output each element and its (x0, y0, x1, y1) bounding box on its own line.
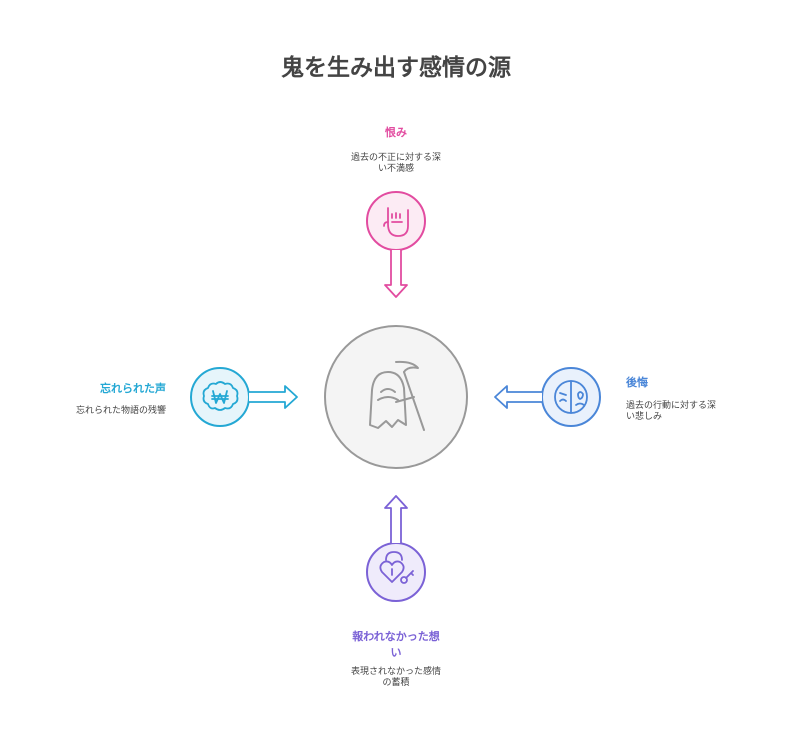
diagram-title: 鬼を生み出す感情の源 (281, 55, 511, 81)
node-bottom-title: 報われなかった想 い (336, 628, 456, 660)
node-top-description-line: い不満感 (377, 164, 414, 174)
node-top-description: 過去の不正に対する深 い不満感 (331, 153, 461, 175)
node-left-description: 忘れられた物語の残響 (75, 406, 166, 416)
node-right-description-line: 過去の行動に対する深 (626, 401, 717, 411)
node-right-description-line: い悲しみ (626, 412, 663, 422)
node-top (366, 191, 426, 298)
node-left (190, 367, 298, 427)
center-node (324, 325, 468, 469)
node-bottom-title-line: 報われなかった想 (352, 630, 440, 643)
node-bottom-description: 表現されなかった感情 の蓄積 (331, 667, 461, 689)
node-left-title: 忘れられた声 (100, 382, 166, 395)
arrow-left (249, 385, 298, 409)
node-top-description-line: 過去の不正に対する深 (350, 153, 441, 163)
rock-hand-icon (383, 207, 409, 237)
node-bottom-title-line: い (390, 646, 402, 659)
arrow-bottom (384, 495, 408, 543)
arrow-top (384, 250, 408, 298)
node-bottom-description-line: 表現されなかった感情 (350, 667, 441, 677)
node-right-description: 過去の行動に対する深 い悲しみ (626, 401, 746, 423)
node-bottom (366, 495, 426, 602)
sad-mask-icon (554, 380, 588, 414)
node-right-title: 後悔 (626, 376, 648, 389)
cloud-won-icon (202, 381, 239, 411)
arrow-right (494, 385, 542, 409)
grim-reaper-icon (369, 360, 425, 431)
node-right (494, 367, 601, 427)
node-top-title: 恨み (385, 126, 407, 139)
node-bottom-description-line: の蓄積 (382, 678, 410, 688)
heart-lock-key-icon (379, 551, 414, 584)
